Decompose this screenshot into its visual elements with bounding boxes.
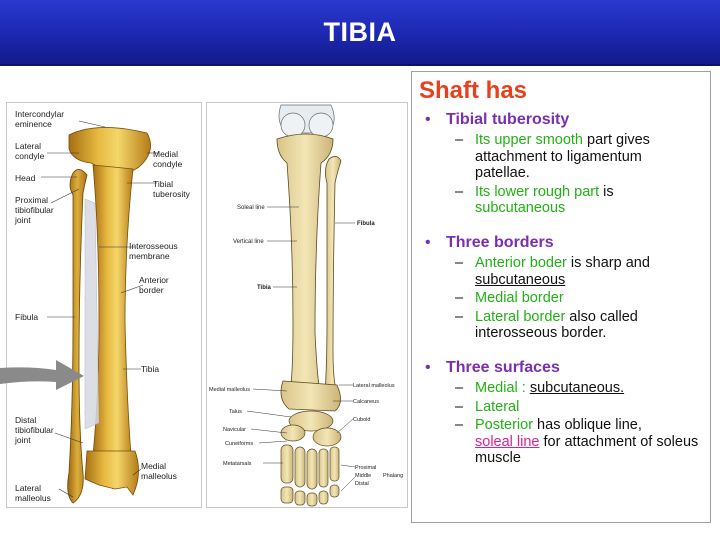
label-phalanges: Phalang (383, 473, 403, 479)
bullet-three-surfaces: • Three surfaces (419, 358, 704, 378)
label-vertical-line: Vertical line (233, 239, 264, 245)
pointer-arrow-icon (0, 360, 84, 390)
label-tibia: Tibia (257, 285, 272, 291)
sub-lateral-surface: – Lateral (419, 399, 704, 416)
foot-bones (280, 410, 342, 507)
bullet-dot-icon: • (425, 233, 431, 251)
tibia-lower-end (84, 450, 139, 496)
sub-upper-smooth: – Its upper smooth part gives attachment… (419, 132, 704, 182)
underlined-text: subcutaneous (475, 271, 566, 288)
highlight-text: Its lower rough part (475, 183, 600, 200)
title-bar: TIBIA (0, 0, 720, 66)
label-calcaneus: Calcaneus (353, 399, 379, 405)
tibia-bone (276, 133, 334, 386)
label-medial-malleolus: Medial malleolus (209, 387, 250, 393)
bullet-title: Three borders (446, 233, 554, 251)
label-tibia: Tibia (141, 364, 159, 374)
body-text: has oblique line, (533, 417, 642, 434)
label-talus: Talus (229, 409, 242, 415)
body-text: is (599, 183, 614, 200)
bullet-dot-icon: • (425, 358, 431, 376)
underlined-text: subcutaneous. (529, 379, 625, 396)
sub-medial-border: – Medial border (419, 290, 704, 307)
dash-icon: – (455, 132, 464, 148)
sub-lateral-border: – Lateral border also called interosseou… (419, 309, 704, 342)
tibia-condyles (68, 127, 151, 174)
label-soleal-line: Soleal line (237, 205, 265, 211)
highlight-text: subcutaneous (475, 200, 566, 217)
dash-icon: – (455, 290, 464, 307)
fibula-bone (324, 156, 342, 397)
body-text: part gives attachment to ligamentum pate… (475, 132, 650, 182)
bullet-dot-icon: • (425, 111, 431, 128)
bullet-title: Tibial tuberosity (446, 111, 570, 128)
highlight-text: Medial border (475, 290, 564, 307)
label-navicular: Navicular (223, 427, 246, 433)
leg-foot-skeleton-illustration: Soleal line Vertical line Tibia Fibula M… (209, 104, 403, 507)
bullet-tibial-tuberosity: • Tibial tuberosity (419, 110, 704, 130)
sub-lower-rough: – Its lower rough part is subcutaneous (419, 184, 704, 217)
body-text: also called interosseous border. (475, 308, 638, 342)
label-metatarsals: Metatarsals (223, 461, 252, 467)
slide-title: TIBIA (323, 16, 397, 47)
sub-posterior-surface: – Posterior has oblique line, soleal lin… (419, 417, 704, 467)
label-cuneiforms: Cuneiforms (225, 441, 253, 447)
label-proximal: Proximal (355, 465, 376, 471)
label-fibula: Fibula (357, 221, 375, 227)
content-textbox: Shaft has • Tibial tuberosity – Its uppe… (411, 71, 711, 523)
patella-right (308, 112, 334, 138)
fibula-bone (67, 169, 88, 504)
ankle-bones (280, 380, 341, 412)
dash-icon: – (455, 308, 464, 325)
dash-icon: – (455, 417, 464, 434)
shaft-heading: Shaft has (419, 77, 528, 104)
dash-icon: – (455, 183, 464, 200)
soleal-line-text: soleal line (475, 433, 540, 450)
bullet-title: Three surfaces (446, 358, 560, 376)
bullet-three-borders: • Three borders (419, 233, 704, 253)
highlight-text: Medial : (475, 379, 530, 396)
body-text: is sharp and (566, 254, 650, 271)
label-fibula: Fibula (15, 312, 38, 322)
label-distal: Distal (355, 481, 369, 487)
highlight-text: Lateral (475, 398, 520, 415)
highlight-text: Posterior (475, 417, 534, 434)
interosseous-membrane (84, 198, 100, 430)
sub-anterior-border: – Anterior boder is sharp and subcutaneo… (419, 255, 704, 288)
dash-icon: – (455, 398, 464, 415)
patella-left (280, 112, 306, 138)
highlight-text: Anterior boder (475, 254, 567, 271)
sub-medial-surface: – Medial : subcutaneous. (419, 380, 704, 397)
highlight-text: Lateral border (475, 308, 566, 325)
label-head: Head (15, 173, 36, 183)
label-lateral-malleolus: Lateral malleolus (353, 383, 395, 389)
body-text: for attachment of soleus muscle (475, 433, 699, 467)
label-cuboid: Cuboid (353, 417, 370, 423)
figure-leg-foot-skeleton: Soleal line Vertical line Tibia Fibula M… (206, 102, 408, 508)
label-middle: Middle (355, 473, 371, 479)
dash-icon: – (455, 254, 464, 271)
dash-icon: – (455, 379, 464, 396)
highlight-text: Its upper smooth (475, 132, 583, 148)
